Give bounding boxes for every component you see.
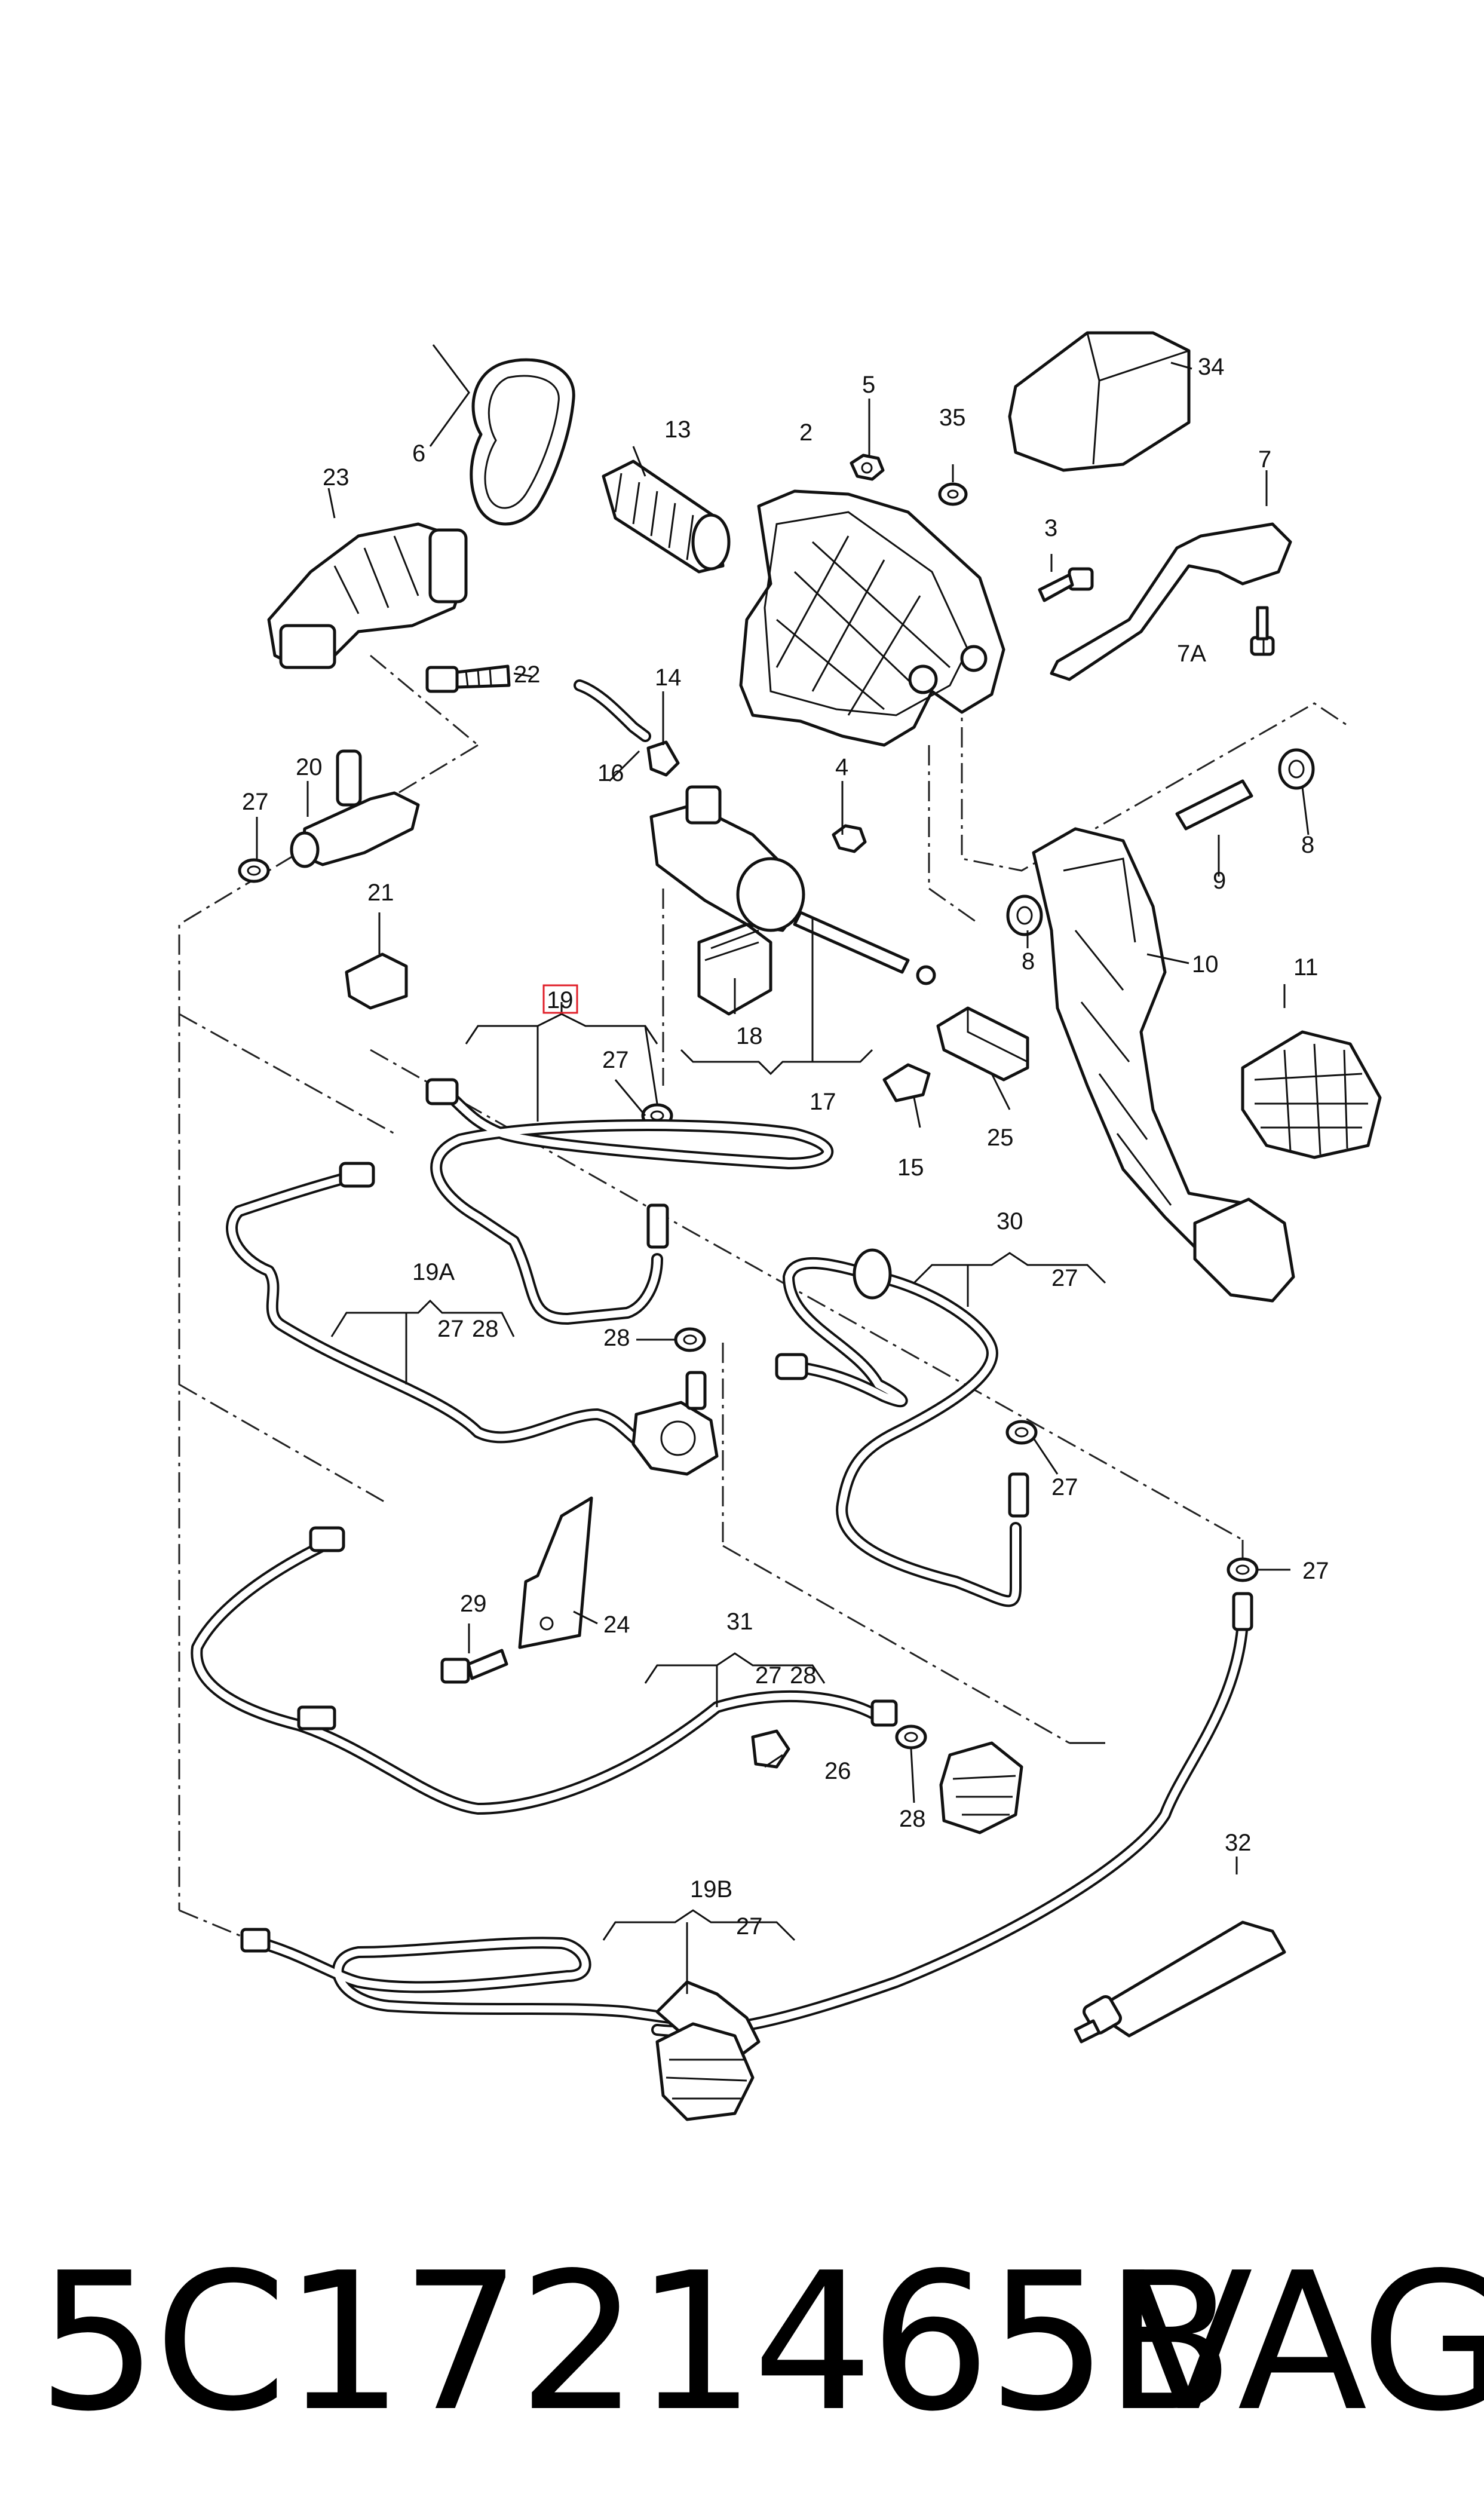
part-14-clip [646,740,680,777]
callout-19-highlight [542,984,578,1014]
callout-9: 9 [1213,868,1226,894]
callout-32: 32 [1225,1830,1252,1856]
callout-17: 17 [810,1089,836,1115]
callout-7a: 7A [1177,641,1206,667]
part-5-nut [850,454,885,481]
callout-28a: 28 [472,1316,499,1342]
part-13-boot [602,460,731,574]
part-26-clip [751,1729,790,1769]
callout-24: 24 [603,1612,630,1638]
part-17-sensor-assembly [649,785,936,985]
callout-28b: 28 [603,1325,630,1351]
callout-26: 26 [824,1758,851,1784]
callout-7: 7 [1258,446,1271,473]
callout-35: 35 [939,405,966,431]
callout-14: 14 [655,664,682,691]
part-8-bush-b [1006,895,1043,936]
callout-20: 20 [296,754,323,780]
part-21-clip [345,952,408,1010]
callout-4: 4 [835,754,848,780]
callout-27b: 27 [602,1047,629,1073]
part-22-bolt [425,664,511,693]
callout-19a: 19A [412,1259,455,1285]
part-20-tee-connector [290,749,420,868]
part-31-pipe [191,1526,1023,1834]
callout-15: 15 [897,1154,924,1181]
part-4-nut [832,824,867,853]
part-7-lever [1050,522,1292,681]
part-number-text: 5C1721465B [37,2232,1235,2453]
callout-30: 30 [997,1208,1023,1235]
callout-29: 29 [460,1591,487,1617]
part-29-bolt [440,1649,508,1684]
part-35-washer [938,482,968,506]
callout-23: 23 [323,464,349,491]
callout-16: 16 [597,760,624,786]
callout-2: 2 [799,419,812,446]
callout-10: 10 [1192,951,1219,978]
callout-11: 11 [1293,954,1319,981]
callout-28d: 28 [899,1806,926,1832]
callout-19b: 19B [690,1876,732,1903]
part-6-gasket [470,358,575,526]
callout-19: 19 [547,987,574,1013]
part-11-pedal-pad [1241,1030,1382,1159]
callout-27h: 27 [736,1913,763,1940]
callout-22: 22 [514,661,541,688]
callout-13: 13 [664,416,691,443]
callout-18: 18 [736,1023,763,1049]
part-34-cover [1008,331,1191,472]
part-8-bush-a [1278,748,1315,790]
callout-27e: 27 [1051,1474,1078,1500]
part-19-pipe-assembly [425,1078,833,1325]
callout-5: 5 [862,372,875,398]
callout-27c: 27 [437,1316,464,1342]
seal-rings [238,858,1259,1750]
part-7a-screw [1250,606,1275,656]
brand-text: VAG [1123,2232,1484,2453]
part-3-bolt [1038,567,1094,602]
part-18-connector [697,923,772,1016]
part-10-clutch-pedal [1032,827,1295,1303]
callout-31: 31 [726,1609,753,1635]
part-2-pedal-bracket [739,489,1005,747]
callout-27g: 27 [755,1662,782,1689]
part-27-pipe-right [651,1592,1253,2038]
callout-27f: 27 [1302,1558,1329,1584]
callout-labels: 2 3 4 5 6 7 7A 8 8 9 10 11 13 14 15 16 1… [242,354,1329,1940]
callout-25: 25 [987,1125,1014,1151]
part-15-clip [882,1063,931,1102]
part-24-bracket [518,1496,593,1649]
part-23-master-cylinder [267,522,468,669]
callout-3: 3 [1044,515,1057,541]
part-19b-pipe-assembly [240,1928,761,2121]
callout-6: 6 [412,440,425,467]
callout-8a: 8 [1301,832,1314,858]
callout-34: 34 [1198,354,1225,380]
part-32-grease-tube [1074,1920,1286,2044]
part-16-hose [574,679,651,742]
callout-27d: 27 [1051,1265,1078,1291]
callout-8b: 8 [1022,948,1035,975]
part-25-switch [936,1006,1029,1082]
part-19a-pipe [226,1162,719,1476]
callout-21: 21 [367,880,394,906]
leader-lines [256,344,1310,1994]
callout-27a: 27 [242,789,269,815]
part-9-pin [1175,779,1253,831]
part-30-pipe [775,1248,1029,1607]
callout-28c: 28 [790,1662,817,1689]
